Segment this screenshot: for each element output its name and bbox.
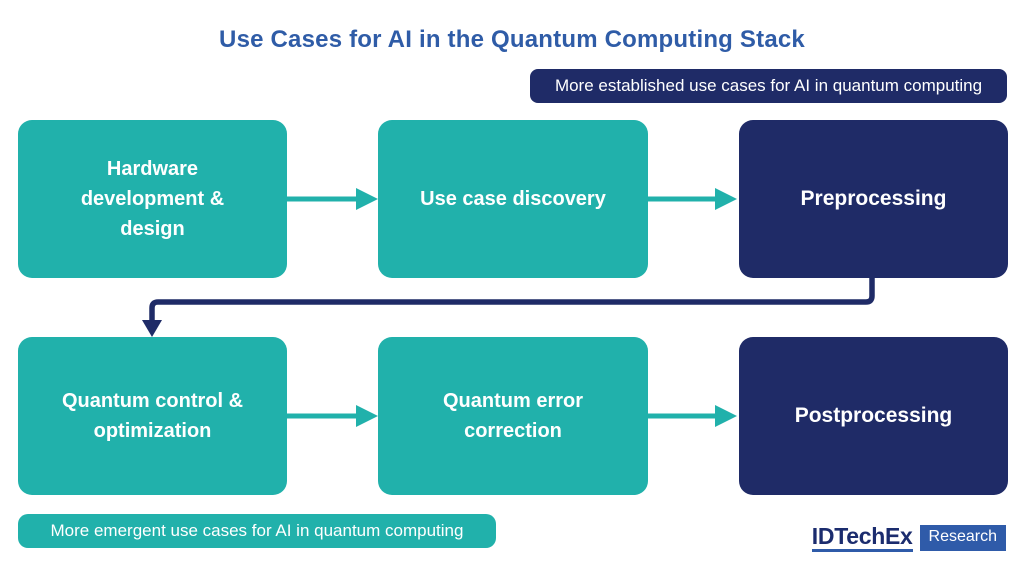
idtechex-logo: IDTechEx Research <box>811 524 1006 553</box>
box-use-case-discovery: Use case discovery <box>378 120 648 278</box>
established-use-cases-badge: More established use cases for AI in qua… <box>530 69 1007 103</box>
idtechex-wordmark: IDTechEx <box>811 524 913 553</box>
box-quantum-error-correction: Quantum error correction <box>378 337 648 495</box>
connector-preprocessing-to-qcontrol <box>142 278 875 337</box>
arrow-qerror-to-postprocessing <box>648 405 737 427</box>
box-quantum-control-optimization: Quantum control & optimization <box>18 337 287 495</box>
emergent-use-cases-badge: More emergent use cases for AI in quantu… <box>18 514 496 548</box>
page-title: Use Cases for AI in the Quantum Computin… <box>219 26 805 53</box>
box-postprocessing: Postprocessing <box>739 337 1008 495</box>
box-preprocessing: Preprocessing <box>739 120 1008 278</box>
arrow-usecase-to-preprocessing <box>648 188 737 210</box>
box-hardware-development-design: Hardware development & design <box>18 120 287 278</box>
arrow-hardware-to-usecase <box>287 188 378 210</box>
research-tag: Research <box>919 525 1006 551</box>
arrow-qcontrol-to-qerror <box>287 405 378 427</box>
